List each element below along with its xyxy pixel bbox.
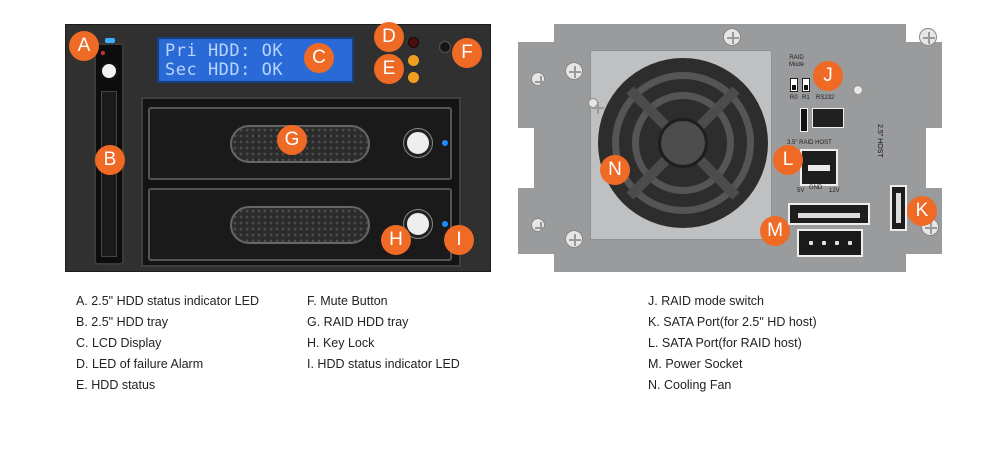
callout-k: K [907,196,937,226]
callout-i: I [444,225,474,255]
legend-item-j: J. RAID mode switch [648,294,765,308]
callout-h: H [381,225,411,255]
screw-icon [919,28,937,46]
legend-item-k: K. SATA Port(for 2.5" HD host) [648,315,817,329]
raid-mode-switch-r0[interactable] [790,78,798,92]
callout-j: J [813,61,843,91]
raid-host-label: 3.5" RAID HOST [787,140,832,146]
rear-notch [926,128,942,188]
rear-notch [518,24,554,42]
screw-icon [565,62,583,80]
rear-notch [518,128,534,188]
legend-item-h: H. Key Lock [307,336,375,350]
power-label-12v: 12V [829,188,840,194]
legend-column-2: F. Mute Button G. RAID HDD tray H. Key L… [307,294,460,378]
sata-port-25-host[interactable] [890,185,907,231]
legend-item-m: M. Power Socket [648,357,743,371]
cooling-fan [598,58,768,228]
lcd-line-secondary: Sec HDD: OK [165,60,284,80]
callout-l: L [773,145,803,175]
switch-label-r1: R1 [802,95,810,101]
legend-item-c: C. LCD Display [76,336,162,350]
fan-hub [658,118,708,168]
callout-c: C [304,43,334,73]
tray-release-button[interactable] [99,61,119,81]
legend-column-3: J. RAID mode switch K. SATA Port(for 2.5… [648,294,817,399]
key-lock-1[interactable] [404,129,432,157]
legend-column-1: A. 2.5" HDD status indicator LED B. 2.5"… [76,294,259,399]
hdd-status-led-2 [408,72,419,83]
callout-b: B [95,145,125,175]
failure-alarm-led [408,37,419,48]
jumper-header [800,108,808,132]
legend-item-f: F. Mute Button [307,294,388,308]
key-lock-2[interactable] [404,210,432,238]
callout-a: A [69,31,99,61]
screw-icon [531,72,547,88]
legend-item-n: N. Cooling Fan [648,378,732,392]
tray-vent-mesh [230,206,370,244]
legend-item-d: D. LED of failure Alarm [76,357,204,371]
hdd-25-status-led [105,38,115,43]
power-socket[interactable] [797,229,863,257]
screw-icon [588,98,604,114]
screw-icon [723,28,741,46]
rs232-label: RS232 [816,95,835,101]
rear-notch [518,254,554,272]
legend-item-g: G. RAID HDD tray [307,315,409,329]
callout-n: N [600,155,630,185]
switch-label-r0: R0 [790,95,798,101]
legend-item-b: B. 2.5" HDD tray [76,315,168,329]
legend-item-l: L. SATA Port(for RAID host) [648,336,802,350]
callout-m: M [760,216,790,246]
hdd-status-indicator-led-2 [442,221,448,227]
screw-icon [565,230,583,248]
screw-icon [853,85,869,101]
legend-item-a: A. 2.5" HDD status indicator LED [76,294,259,308]
raid-hdd-tray-1[interactable] [148,107,452,180]
screw-icon [531,218,547,234]
raid-mode-switch-r1[interactable] [802,78,810,92]
legend-item-e: E. HDD status [76,378,156,392]
rs232-port[interactable] [812,108,844,128]
host-25-label: 2.5" HOST [876,124,883,158]
callout-f: F [452,38,482,68]
lcd-line-primary: Pri HDD: OK [165,41,284,61]
legend-item-i: I. HDD status indicator LED [307,357,460,371]
power-label-gnd: GND [809,185,823,191]
callout-g: G [277,125,307,155]
rear-notch [906,254,942,272]
hdd-status-led-1 [408,55,419,66]
hdd-status-indicator-led-1 [442,140,448,146]
raid-mode-label: RAID Mode [789,55,805,68]
callout-e: E [374,54,404,84]
raid-host-sata-port[interactable] [800,149,838,186]
mute-button[interactable] [439,41,451,53]
sata-port-bridge[interactable] [788,203,870,225]
callout-d: D [374,22,404,52]
tray-red-dot [101,51,105,55]
power-label-5v: 5V [797,188,805,194]
